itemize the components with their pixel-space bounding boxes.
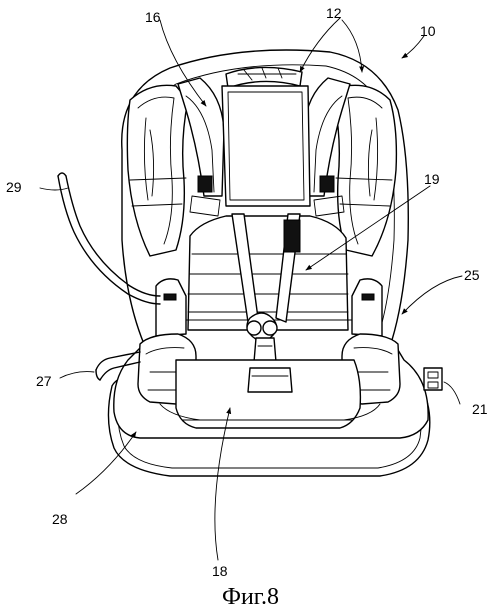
seat-cushion <box>179 215 357 331</box>
leader-lines <box>39 17 463 561</box>
side-indicator <box>423 367 443 391</box>
harness-shoulder-straps <box>177 77 351 197</box>
label-16: 16 <box>145 9 161 25</box>
shoulder-buckles <box>189 175 345 217</box>
figure-caption: Фиг.8 <box>222 584 279 610</box>
label-28: 28 <box>52 511 68 527</box>
label-12: 12 <box>326 5 342 21</box>
side-wing-right <box>333 84 398 257</box>
label-27: 27 <box>36 373 52 389</box>
front-base-block <box>159 359 381 429</box>
side-wing-left <box>126 84 189 257</box>
backrest-pad <box>221 85 311 207</box>
label-21: 21 <box>472 401 488 417</box>
label-18: 18 <box>212 563 228 579</box>
tether-strap <box>57 172 161 305</box>
reference-labels: 10 12 16 19 29 25 27 21 28 18 <box>6 5 488 579</box>
label-19: 19 <box>424 171 440 187</box>
lower-anchor-strap <box>95 351 141 381</box>
label-25: 25 <box>464 267 480 283</box>
label-29: 29 <box>6 179 22 195</box>
label-10: 10 <box>420 23 436 39</box>
harness-crotch <box>231 213 301 363</box>
